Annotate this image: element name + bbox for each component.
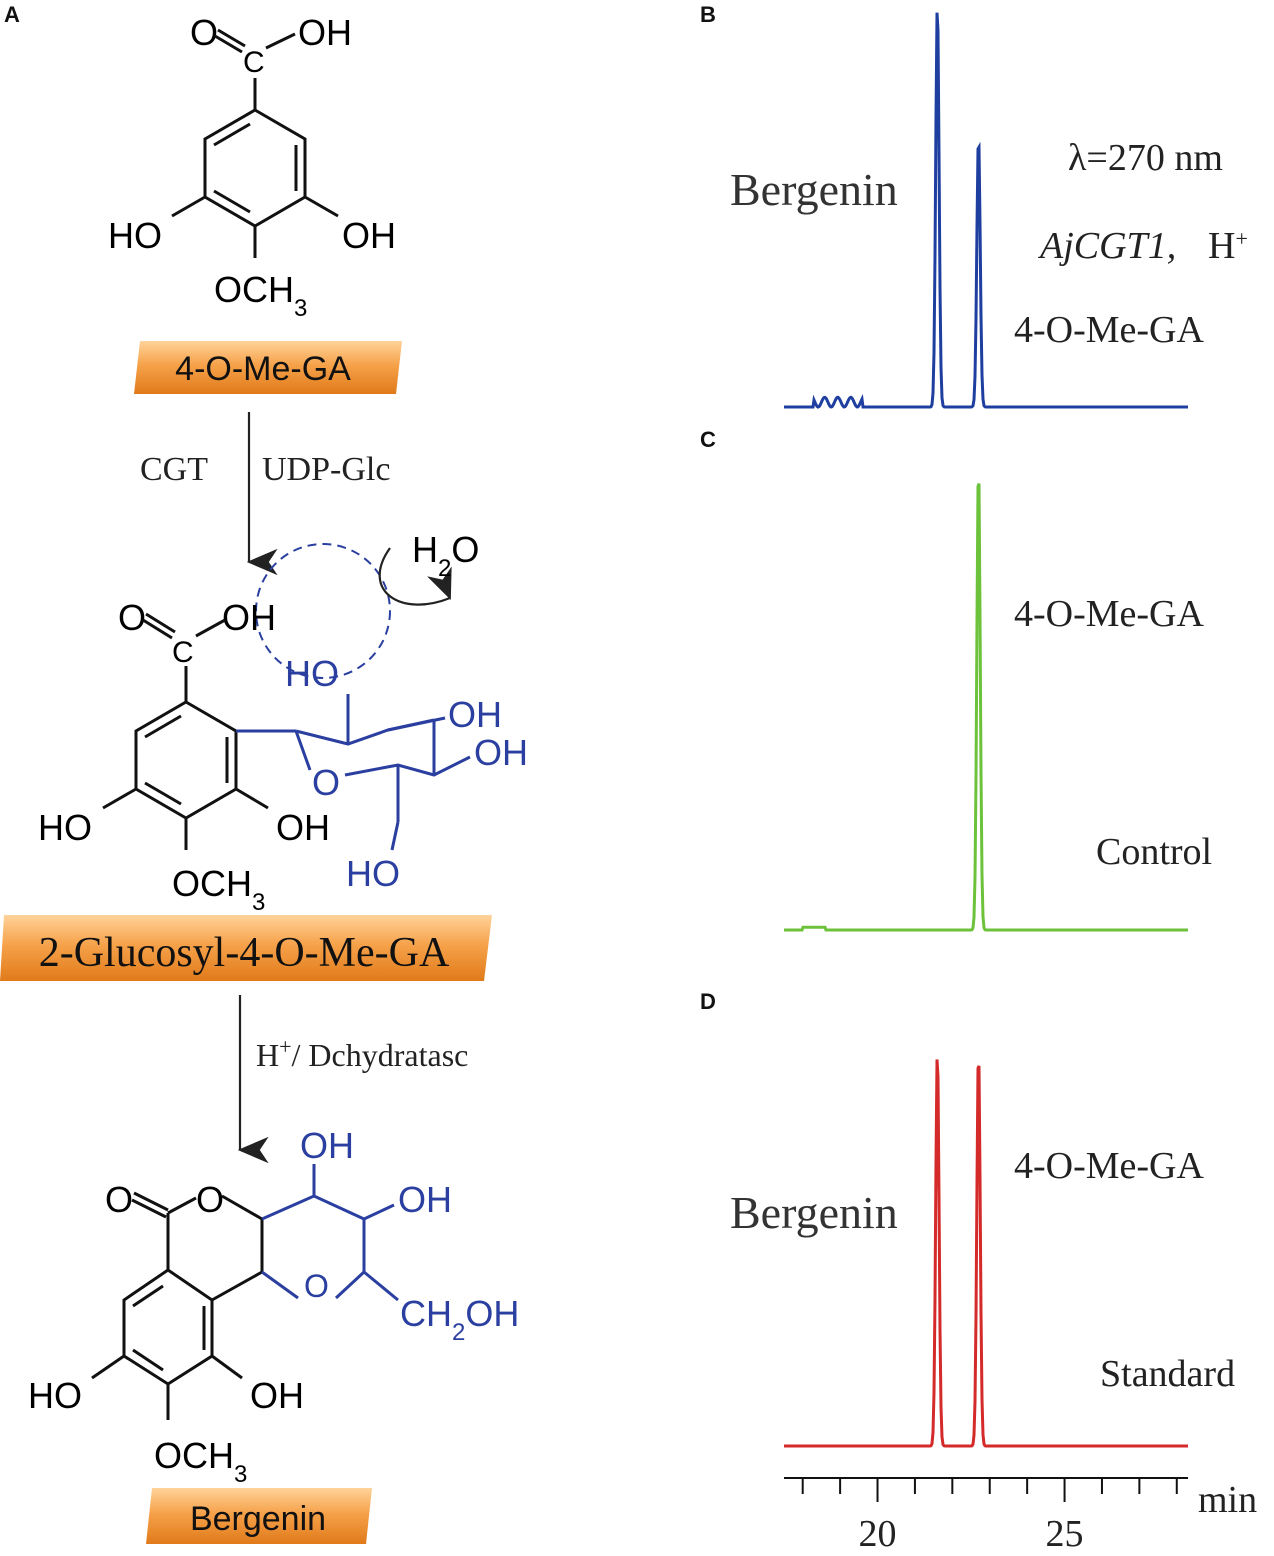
lactone-carbonyl-o-label: O — [105, 1179, 133, 1220]
compound-name-bergenin: Bergenin — [190, 1500, 326, 1538]
chromatogram-trace — [784, 1059, 1188, 1448]
chromatogram-b — [784, 12, 1188, 409]
panel-letter-c: C — [700, 427, 716, 452]
compound-box-bergenin: Bergenin — [146, 1488, 372, 1544]
x-axis-unit-label: min — [1198, 1479, 1257, 1521]
carboxyl-c2-label: C — [172, 636, 194, 669]
carbonyl-o2-label: O — [118, 597, 146, 638]
x-tick-label: 20 — [859, 1513, 897, 1555]
glc-ho-top-label: HO — [285, 653, 339, 694]
carboxyl-oh-label: OH — [298, 12, 352, 53]
structure-2-glucosyl-4-o-me-ga: O C OH HO OH OCH3 HO OH OH O HO — [38, 597, 528, 916]
methoxy2-label: OCH3 — [172, 863, 265, 916]
d-peak2-label: 4-O-Me-GA — [1014, 1145, 1205, 1187]
pyran-ch2oh-label: CH2OH — [400, 1293, 519, 1346]
dashed-circle — [255, 543, 391, 679]
b-peak1-label: Bergenin — [730, 164, 898, 215]
x-tick-label: 25 — [1046, 1513, 1084, 1555]
b-enzyme-label: AjCGT1, — [1037, 225, 1176, 267]
chromatogram-trace — [784, 12, 1188, 409]
chromatogram-c — [784, 483, 1188, 932]
b-wavelength-label: λ=270 nm — [1068, 137, 1223, 179]
d-condition-label: Standard — [1100, 1353, 1235, 1395]
pyran-oh-right-label: OH — [398, 1179, 452, 1220]
panel-letter-b: B — [700, 2, 716, 27]
pyran-o-label: O — [304, 1268, 329, 1304]
chromatogram-trace — [784, 483, 1188, 932]
enzyme-cgt-label: CGT — [140, 451, 208, 488]
structure-bergenin: O O HO OH OCH3 O OH OH CH2OH — [28, 1125, 519, 1488]
glc-ring-o-label: O — [312, 762, 340, 803]
compound-box-2-glucosyl-4-o-me-ga: 2-Glucosyl-4-O-Me-GA — [0, 915, 492, 981]
b-acid-label: H+ — [1208, 225, 1248, 267]
ring2-ho-label: HO — [38, 807, 92, 848]
glc-ho-bottom-label: HO — [346, 853, 400, 894]
compound-name-2-glucosyl: 2-Glucosyl-4-O-Me-GA — [39, 930, 450, 976]
glc-oh-right1-label: OH — [448, 694, 502, 735]
ring-ho-label: HO — [108, 215, 162, 256]
ring2-oh-label: OH — [276, 807, 330, 848]
carboxyl-c-label: C — [243, 46, 265, 79]
lactone-o-label: O — [196, 1179, 224, 1220]
bergenin-oh-label: OH — [250, 1375, 304, 1416]
carbonyl-o-label: O — [190, 12, 218, 53]
compound-name-4-o-me-ga: 4-O-Me-GA — [175, 350, 351, 388]
chromatogram-d — [784, 1059, 1188, 1448]
bergenin-ho-label: HO — [28, 1375, 82, 1416]
water-elimination: H2O — [255, 529, 479, 679]
d-peak1-label: Bergenin — [730, 1187, 898, 1238]
c-peak2-label: 4-O-Me-GA — [1014, 593, 1205, 635]
panel-letter-a: A — [4, 2, 20, 27]
methoxy-label: OCH3 — [214, 269, 307, 322]
pyran-oh-top-label: OH — [300, 1125, 354, 1166]
curved-arrow-icon — [378, 547, 452, 606]
water-label: H2O — [412, 529, 479, 582]
glc-oh-right2-label: OH — [474, 732, 528, 773]
carboxyl-oh2-label: OH — [222, 597, 276, 638]
bergenin-methoxy-label: OCH3 — [154, 1435, 247, 1488]
b-peak2-label: 4-O-Me-GA — [1014, 309, 1205, 351]
c-condition-label: Control — [1096, 831, 1212, 873]
cofactor-udp-glc-label: UDP-Glc — [262, 451, 390, 488]
compound-box-4-o-me-ga: 4-O-Me-GA — [134, 341, 402, 394]
structure-4-o-me-ga: O C OH HO OH OCH3 — [108, 12, 396, 322]
panel-letter-d: D — [700, 989, 716, 1014]
ring-oh-label: OH — [342, 215, 396, 256]
dehydratase-label: H+/ Dchydratasc — [256, 1034, 468, 1074]
